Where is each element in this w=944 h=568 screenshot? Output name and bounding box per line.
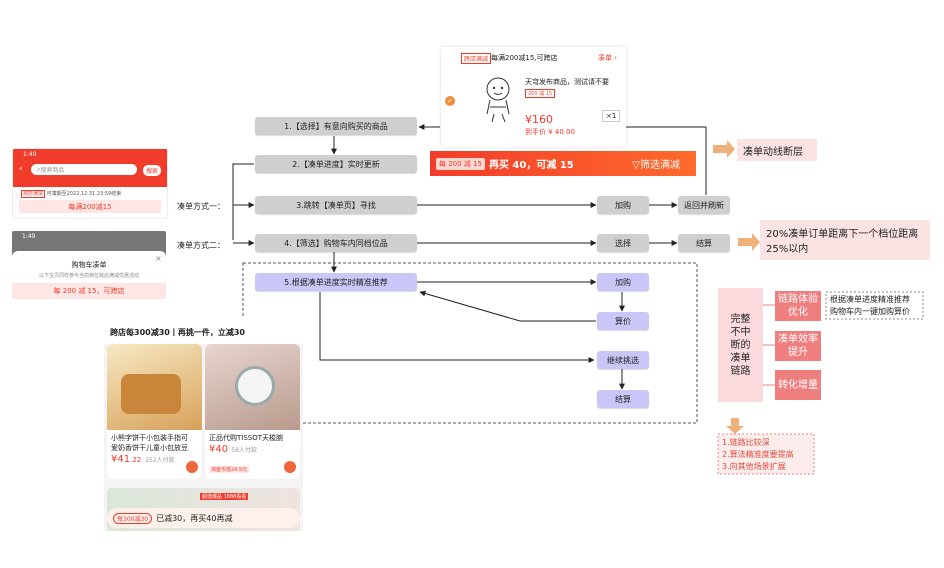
checkbox-icon[interactable]: ✓ [445,96,455,106]
cart-combine-sub: 以下宝贝同样参与当前档位跨店满减优惠活动 [38,273,139,279]
bottom-tag: 每300减30 [113,512,153,524]
status-time: 1:49 [23,151,37,158]
back-icon[interactable]: ‹ [19,164,23,174]
shop-header: 跨店每300减30丨再挑一件，立减30 [104,318,303,344]
product-name-line2: 爱奶香饼干儿童小包放豆 [111,444,188,452]
float-count: 1888看看 [223,494,247,500]
broken-flow-callout: 凑单动线断层 [737,139,817,161]
promo-progress-bar: 每 200 减 15 再买 40，可减 15 ▽筛选满减 [430,151,696,176]
phone-screen-cart-combine: 1:49 × 购物车凑单 以下宝贝同样参与当前档位跨店满减优惠活动 每 200 … [12,231,166,301]
product-name: 天穹发布商品，测试请不要 [525,78,609,86]
cross-store-badge: 跨店满减 [461,53,492,64]
search-placeholder: 搜索商品 [40,167,65,174]
step-recommend-box: 5.根据凑单进度实时精准推荐 [255,273,417,291]
promo-bar-text: 再买 40，可减 15 [488,160,574,171]
status-time: 1:49 [22,233,36,240]
checkout-box-2: 结算 [597,390,649,408]
method-two-label: 凑单方式二： [177,240,225,250]
product-thumbnail-icon [486,77,510,123]
product-price: ¥40 [209,444,229,455]
phone-screen-search: 1:49 ‹ ⌕ 搜索商品 搜索 跨店满减 可凑期至2022.12.31 23:… [12,148,168,219]
product-name: 正品代购TISSOT天梭腕 [209,434,284,442]
deadline-text: 可凑期至2022.12.31 23:59结束 [46,191,122,197]
gap-callout: 20%凑单订单距离下一个档位距离 25%以内 [760,220,930,260]
select-box: 选择 [597,234,649,252]
discount-chip: 200 减 15 [525,89,556,98]
issues-list: 1.链路比较深 2.算法精准度要提高 3.向其他场景扩展 [722,437,814,473]
chain-column: 完整不中断的凑单链路 [718,288,763,402]
calc-price-box: 算价 [597,312,649,330]
return-refresh-box: 返回并刷新 [678,196,730,214]
quantity-stepper[interactable]: ×1 [602,110,621,122]
product-price-decimal: .22 [130,456,142,464]
add-cart-box-2: 加购 [597,273,649,291]
product-card[interactable]: 正品代购TISSOT天梭腕 ¥40 58人付款 淘金币抵24.5元 [205,344,300,479]
add-cart-icon[interactable] [186,461,198,473]
product-card[interactable]: 小熊字饼干小包装手指可 爱奶香饼干儿童小包放豆 ¥41.22 252人付款 [107,344,202,479]
combine-shop-page: 跨店每300减30丨再挑一件，立减30 小熊字饼干小包装手指可 爱奶香饼干儿童小… [104,318,303,531]
combine-link[interactable]: 凑单 › [598,54,618,62]
chain-note: 根据凑单进度精准推荐 购物车内一键加购算价 [830,294,925,318]
product-price: ¥160 [525,113,553,126]
product-image [107,344,202,430]
coin-tag: 淘金币抵24.5元 [209,466,250,473]
chain-note-line2: 购物车内一键加购算价 [830,307,910,316]
promo-bar-tag: 每 200 减 15 [436,157,485,170]
close-icon[interactable]: × [155,254,162,263]
step-jump-box: 3.跳转【凑单页】寻找 [255,196,417,214]
product-name-line1: 小熊字饼干小包装手指可 [111,434,188,442]
step-filter-box: 4.【筛选】购物车内同档位品 [255,234,417,252]
step-select-box: 1.【选择】有意向购买的商品 [255,117,417,135]
add-cart-icon[interactable] [284,461,296,473]
issue-item: 3.向其他场景扩展 [722,462,786,471]
filter-discount-button[interactable]: ▽筛选满减 [632,160,680,171]
gap-callout-line2: 25%以内 [766,244,809,255]
search-icon: ⌕ [37,165,41,173]
float-tag: 超值爆品 1888看看 [200,493,249,500]
cart-combine-title: 购物车凑单 [71,261,107,269]
chain-item-experience: 链路体验优化 [775,291,821,321]
issue-item: 2.算法精准度要提高 [722,450,794,459]
promo-banner: 每满200减15 [19,200,161,213]
sold-count: 252人付款 [145,457,175,464]
product-image [205,344,300,430]
checkout-box-1: 结算 [678,234,730,252]
step-progress-box: 2.【凑单进度】实时更新 [255,155,417,173]
gap-callout-line1: 20%凑单订单距离下一个档位距离 [766,229,919,240]
issue-item: 1.链路比较深 [722,438,770,447]
cross-store-tag: 跨店满减 [21,190,46,198]
sold-count: 58人付款 [231,447,257,454]
bottom-progress-bar: 每300减30 已减30，再买40再减 [107,508,300,528]
chain-item-conversion: 转化增量 [775,370,821,400]
bottom-text: 已减30，再买40再减 [156,513,233,523]
float-tag-text: 超值爆品 [202,494,223,500]
search-input[interactable]: ⌕ 搜索商品 [31,164,137,175]
cart-item-card: 跨店满减 每满200减15,可跨店 凑单 › ✓ 天穹发布商品，测试请不要 20… [441,47,626,147]
product-price: ¥41 [111,454,131,465]
continue-pick-box: 继续挑选 [597,351,649,369]
add-cart-box-1: 加购 [597,196,649,214]
after-discount-price: 到手价 ¥ 40.00 [525,128,575,136]
cart-promo-banner: 每 200 减 15，可跨店 [12,283,166,299]
chain-item-efficiency: 凑单效率提升 [775,331,821,361]
chain-note-line1: 根据凑单进度精准推荐 [830,295,910,304]
method-one-label: 凑单方式一： [177,201,225,211]
chain-title: 完整不中断的凑单链路 [730,313,751,377]
promo-text: 每满200减15,可跨店 [491,54,558,62]
search-button[interactable]: 搜索 [143,165,162,176]
